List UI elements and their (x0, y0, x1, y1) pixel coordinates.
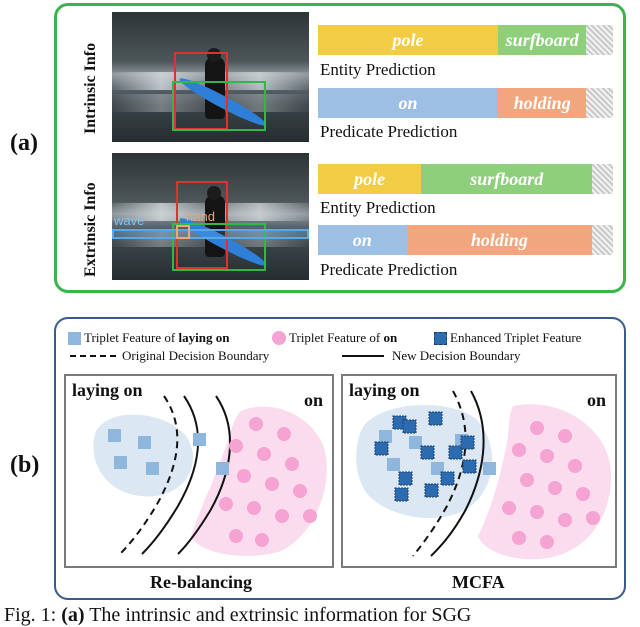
caption-bold: (a) (61, 604, 85, 626)
hand-label: hand (186, 209, 215, 224)
mcfa-scatter (356, 390, 612, 560)
bar-segment-holding: holding (406, 225, 593, 255)
bar-segment-other (592, 164, 613, 194)
extrinsic-info-label: Extrinsic Info (82, 182, 99, 277)
legend-solid-text: New Decision Boundary (392, 348, 521, 363)
mcfa-title: MCFA (452, 572, 505, 592)
light-square-icon (68, 331, 81, 345)
extrinsic-surfer-photo: wave hand (112, 153, 309, 280)
bar-segment-other (586, 88, 613, 118)
mcfa-class-a: laying on (349, 380, 420, 400)
legend-enhanced: Enhanced Triplet Feature (434, 330, 581, 346)
legend-dashed-text: Original Decision Boundary (122, 348, 270, 363)
legend-on: Triplet Feature of on (272, 330, 397, 346)
legend-laying-on: Triplet Feature of laying on (68, 330, 229, 346)
figure-caption: Fig. 1: (a) The intrinsic and extrinsic … (4, 604, 471, 627)
dark-square-icon (434, 331, 447, 345)
mcfa-box: laying on on (341, 374, 617, 568)
bar-segment-holding: holding (497, 88, 587, 118)
bar-segment-other (586, 25, 613, 55)
legend-light-prefix: Triplet Feature of (84, 330, 176, 345)
legend-dark-text: Enhanced Triplet Feature (450, 330, 582, 345)
panel-a-label: (a) (10, 130, 38, 156)
legend-pink-bold: on (383, 330, 398, 345)
intrinsic-surfer-photo (112, 12, 309, 142)
mcfa-class-b: on (587, 390, 607, 410)
intrinsic-info-label: Intrinsic Info (82, 42, 99, 134)
intrinsic-predicate-caption: Predicate Prediction (320, 122, 458, 141)
rebalancing-title: Re-balancing (150, 572, 253, 592)
legend-light-bold: laying on (178, 330, 230, 345)
caption-prefix: Fig. 1: (4, 604, 57, 626)
wave-label: wave (114, 213, 145, 228)
bar-segment-on: on (318, 225, 407, 255)
intrinsic-entity-caption: Entity Prediction (320, 60, 436, 79)
bar-segment-pole: pole (318, 164, 422, 194)
bar-segment-on: on (318, 88, 498, 118)
panel-b-frame (54, 317, 626, 600)
extrinsic-entity-caption: Entity Prediction (320, 198, 436, 217)
panel-a-frame (54, 3, 626, 293)
extrinsic-predicate-caption: Predicate Prediction (320, 260, 458, 279)
pink-circle-icon (272, 331, 286, 345)
solid-line-icon (342, 355, 384, 357)
entity-box-green (172, 223, 266, 271)
hand-box (176, 225, 190, 239)
rebalancing-box: laying on on (64, 374, 334, 568)
legend-pink-prefix: Triplet Feature of (289, 330, 381, 345)
legend-solid: New Decision Boundary (340, 348, 521, 364)
rebalancing-class-a: laying on (72, 380, 143, 400)
dashed-line-icon (70, 355, 116, 357)
bar-segment-surfboard: surfboard (421, 164, 593, 194)
panel-b-label: (b) (10, 452, 40, 478)
rebalancing-class-b: on (304, 390, 324, 410)
rebalancing-scatter (93, 395, 327, 556)
wave-box (112, 229, 309, 239)
bar-segment-pole: pole (318, 25, 498, 55)
caption-text: The intrinsic and extrinsic information … (89, 604, 472, 626)
bar-segment-surfboard: surfboard (497, 25, 587, 55)
entity-box-green (172, 81, 266, 131)
legend-dashed: Original Decision Boundary (68, 348, 269, 364)
bar-segment-other (592, 225, 613, 255)
